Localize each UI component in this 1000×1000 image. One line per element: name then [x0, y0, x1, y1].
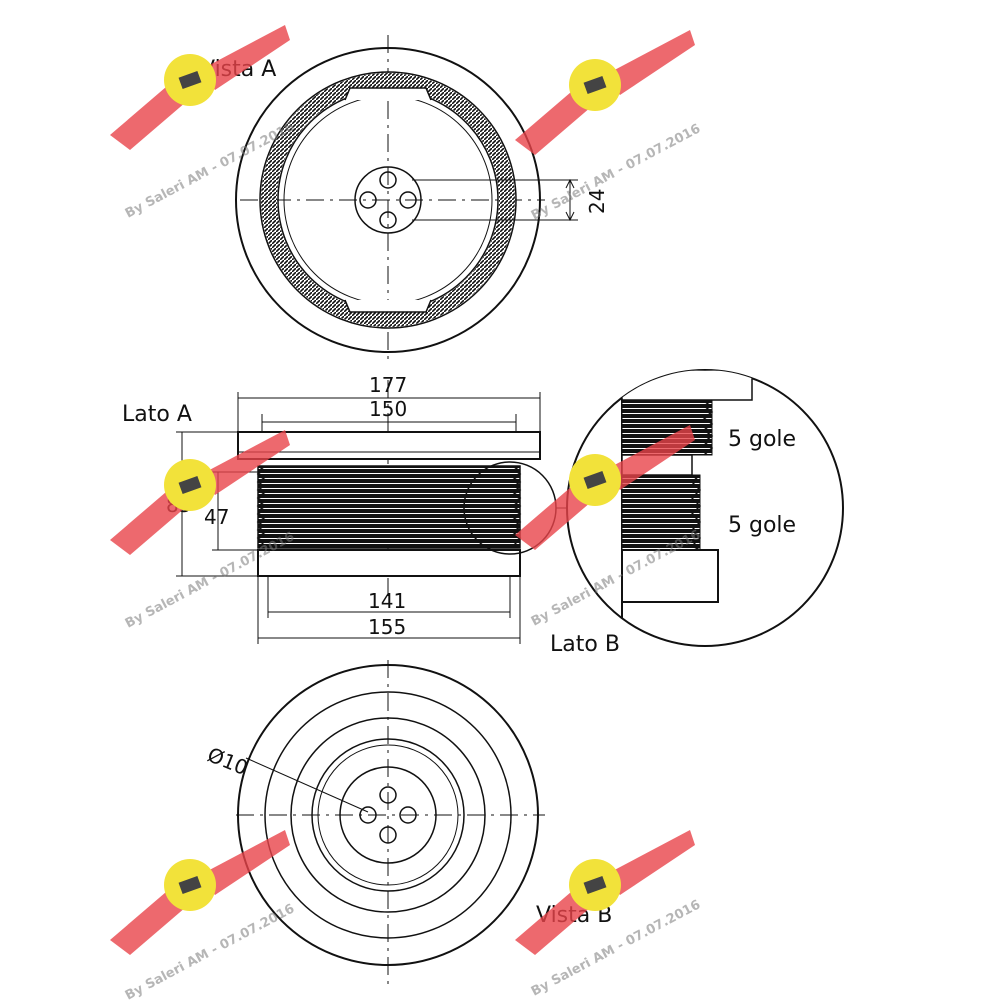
lato-a-label: Lato A — [122, 402, 192, 427]
autokit-logo-icon — [110, 25, 290, 150]
gole-upper-label: 5 gole — [728, 427, 796, 452]
dim-177: 177 — [369, 373, 407, 397]
grooved-body — [257, 465, 521, 549]
hub — [339, 766, 437, 864]
autokit-logo-icon — [515, 830, 695, 955]
side-view — [176, 380, 574, 644]
vista-a-view — [235, 35, 578, 360]
hatched-ring — [261, 73, 515, 327]
lower-grooves — [621, 474, 701, 551]
bottom-tab — [344, 299, 432, 313]
bolt-hole — [379, 786, 397, 804]
leader-line — [245, 757, 369, 813]
bolt-hole — [379, 211, 397, 229]
dim-155: 155 — [368, 615, 406, 639]
dim-hole-diameter: Ø10 — [204, 742, 251, 780]
bolt-hole — [379, 826, 397, 844]
hub — [354, 166, 422, 234]
autokit-logo-icon — [515, 425, 695, 550]
svg-text:By Saleri AM - 07.07.2016: By Saleri AM - 07.07.2016 — [123, 529, 297, 631]
dim-24: 24 — [585, 189, 609, 214]
bolt-hole — [359, 191, 377, 209]
outer-rim — [237, 664, 539, 966]
dim-150: 150 — [369, 397, 407, 421]
bottom-base — [257, 549, 521, 577]
bolt-hole — [359, 806, 377, 824]
lato-b-label: Lato B — [550, 632, 620, 657]
bolt-hole — [379, 171, 397, 189]
top-tab — [344, 87, 432, 101]
bolt-hole — [399, 191, 417, 209]
gole-lower-label: 5 gole — [728, 513, 796, 538]
bolt-hole — [399, 806, 417, 824]
vista-b-view — [236, 660, 545, 990]
autokit-logo-icon — [515, 30, 695, 155]
outer-rim — [235, 47, 541, 353]
dim-141: 141 — [368, 589, 406, 613]
autokit-logo-icon — [110, 830, 290, 955]
autokit-logo-icon — [110, 430, 290, 555]
detail-view — [566, 369, 844, 647]
dim-47: 47 — [204, 505, 229, 529]
